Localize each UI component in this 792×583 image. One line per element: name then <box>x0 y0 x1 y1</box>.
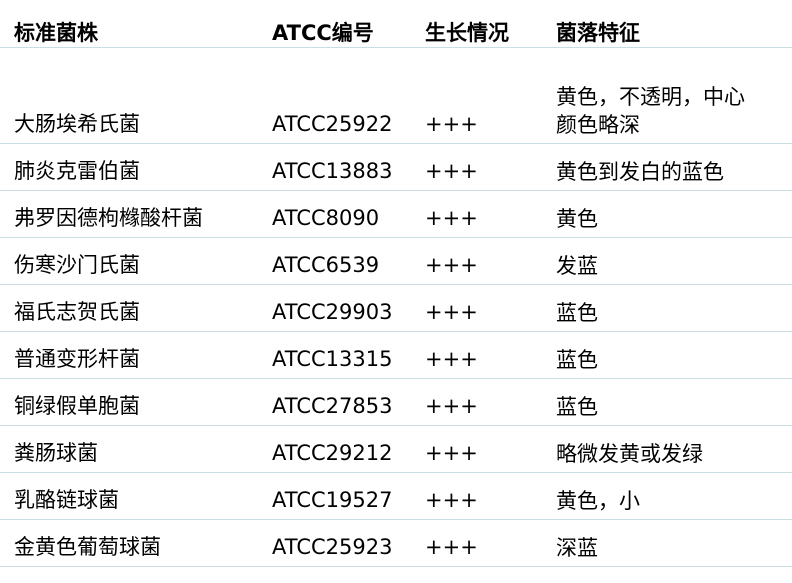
table-row: 福氏志贺氏菌 ATCC29903 +++ 蓝色 <box>0 285 792 332</box>
feature-line: 黄色 <box>556 207 598 231</box>
atcc-cell: ATCC29903 <box>272 300 393 324</box>
table-row: 大肠埃希氏菌 ATCC25922 +++ 黄色，不透明，中心颜色略深 <box>0 48 792 144</box>
feature-line: 黄色到发白的蓝色 <box>556 160 724 184</box>
atcc-cell: ATCC25923 <box>272 535 393 559</box>
feature-cell: 蓝色 <box>556 346 598 374</box>
growth-cell: +++ <box>425 441 478 465</box>
feature-cell: 黄色到发白的蓝色 <box>556 158 724 186</box>
table-row: 铜绿假单胞菌 ATCC27853 +++ 蓝色 <box>0 379 792 426</box>
table-row: 伤寒沙门氏菌 ATCC6539 +++ 发蓝 <box>0 238 792 285</box>
table-row: 肺炎克雷伯菌 ATCC13883 +++ 黄色到发白的蓝色 <box>0 144 792 191</box>
feature-cell: 略微发黄或发绿 <box>556 440 703 468</box>
table-header-row: 标准菌株 ATCC编号 生长情况 菌落特征 <box>0 0 792 48</box>
growth-cell: +++ <box>425 488 478 512</box>
atcc-cell: ATCC6539 <box>272 253 380 277</box>
growth-cell: +++ <box>425 300 478 324</box>
table-row: 普通变形杆菌 ATCC13315 +++ 蓝色 <box>0 332 792 379</box>
atcc-cell: ATCC19527 <box>272 488 393 512</box>
strain-cell: 福氏志贺氏菌 <box>14 300 140 324</box>
strain-cell: 伤寒沙门氏菌 <box>14 253 140 277</box>
growth-cell: +++ <box>425 535 478 559</box>
strain-cell: 大肠埃希氏菌 <box>14 112 140 136</box>
strain-cell: 粪肠球菌 <box>14 441 98 465</box>
growth-cell: +++ <box>425 206 478 230</box>
table-row: 弗罗因德枸橼酸杆菌 ATCC8090 +++ 黄色 <box>0 191 792 238</box>
strain-cell: 肺炎克雷伯菌 <box>14 159 140 183</box>
strain-cell: 弗罗因德枸橼酸杆菌 <box>14 206 203 230</box>
feature-cell: 发蓝 <box>556 252 598 280</box>
atcc-cell: ATCC8090 <box>272 206 380 230</box>
atcc-cell: ATCC25922 <box>272 112 393 136</box>
atcc-cell: ATCC29212 <box>272 441 393 465</box>
growth-cell: +++ <box>425 112 478 136</box>
table-row: 乳酪链球菌 ATCC19527 +++ 黄色，小 <box>0 473 792 520</box>
strain-cell: 金黄色葡萄球菌 <box>14 535 161 559</box>
feature-line: 蓝色 <box>556 301 598 325</box>
strain-cell: 乳酪链球菌 <box>14 488 119 512</box>
feature-line: 发蓝 <box>556 254 598 278</box>
atcc-cell: ATCC13315 <box>272 347 393 371</box>
atcc-cell: ATCC27853 <box>272 394 393 418</box>
table-row: 金黄色葡萄球菌 ATCC25923 +++ 深蓝 <box>0 520 792 567</box>
feature-line: 蓝色 <box>556 348 598 372</box>
feature-line: 略微发黄或发绿 <box>556 442 703 466</box>
growth-cell: +++ <box>425 394 478 418</box>
strain-cell: 铜绿假单胞菌 <box>14 394 140 418</box>
feature-line: 黄色，小 <box>556 489 640 513</box>
table-row: 粪肠球菌 ATCC29212 +++ 略微发黄或发绿 <box>0 426 792 473</box>
feature-cell: 蓝色 <box>556 299 598 327</box>
feature-line: 颜色略深 <box>556 113 640 137</box>
strain-cell: 普通变形杆菌 <box>14 347 140 371</box>
atcc-cell: ATCC13883 <box>272 159 393 183</box>
feature-line: 深蓝 <box>556 536 598 560</box>
feature-cell: 黄色，不透明，中心颜色略深 <box>556 83 745 139</box>
feature-cell: 黄色 <box>556 205 598 233</box>
feature-cell: 黄色，小 <box>556 487 640 515</box>
growth-cell: +++ <box>425 253 478 277</box>
growth-cell: +++ <box>425 347 478 371</box>
header-feature: 菌落特征 <box>556 21 640 45</box>
feature-line: 蓝色 <box>556 395 598 419</box>
feature-cell: 蓝色 <box>556 393 598 421</box>
feature-line: 黄色，不透明，中心 <box>556 85 745 109</box>
feature-cell: 深蓝 <box>556 534 598 562</box>
header-growth: 生长情况 <box>425 21 509 45</box>
growth-cell: +++ <box>425 159 478 183</box>
header-atcc: ATCC编号 <box>272 21 374 45</box>
header-strain: 标准菌株 <box>14 21 98 45</box>
